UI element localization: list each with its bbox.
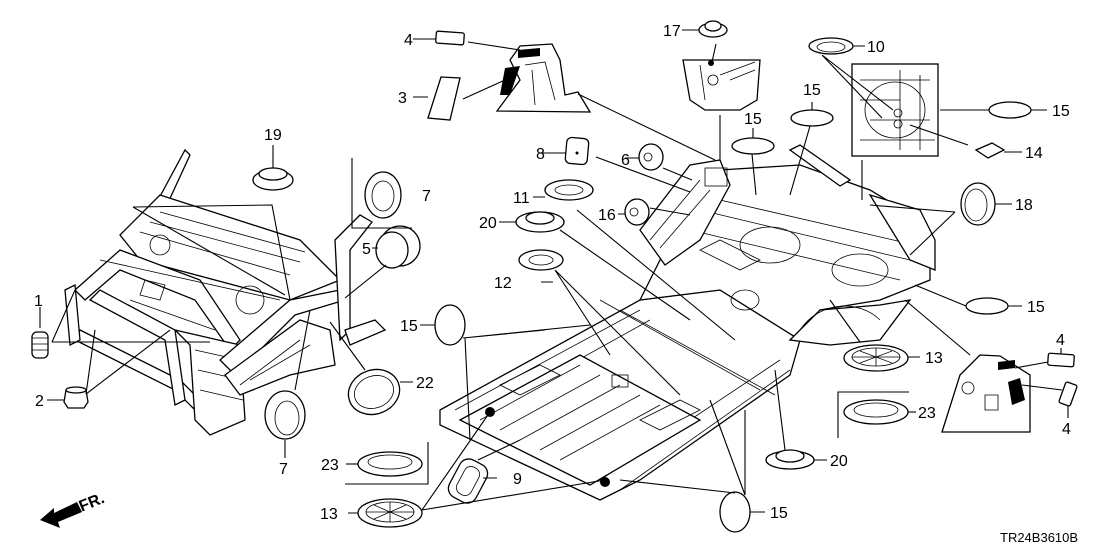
part-13-plug-left <box>357 498 423 528</box>
inset-rear-panel <box>682 59 761 111</box>
callout-15-f: 15 <box>770 505 788 522</box>
callout-15-c: 15 <box>1052 103 1070 120</box>
part-16-grommet <box>624 198 650 226</box>
callout-16: 16 <box>598 207 616 224</box>
part-5-cap <box>375 225 421 269</box>
callout-20-a: 20 <box>479 215 497 232</box>
part-23-grommet-right <box>843 399 909 425</box>
callout-4-right-top: 4 <box>1056 332 1065 349</box>
part-7-ring-lower <box>264 390 306 440</box>
bracket-23-right <box>837 391 909 438</box>
part-23-grommet-left <box>357 451 423 477</box>
callout-23-right: 23 <box>918 405 936 422</box>
inset-quarter-panel <box>495 43 592 113</box>
part-11-grommet <box>544 179 594 201</box>
part-15-patch-d <box>965 297 1009 315</box>
part-1-plug <box>31 331 49 359</box>
inset-rear-wheelhouse <box>941 354 1031 433</box>
callout-22: 22 <box>416 375 434 392</box>
part-15-patch-e <box>434 304 466 346</box>
part-13-plug-right <box>843 344 909 372</box>
callout-10: 10 <box>867 39 885 56</box>
part-15-patch-b <box>731 137 775 155</box>
part-20-plug-b <box>765 449 815 470</box>
part-22-oval-grommet <box>347 368 401 416</box>
part-7-ring-upper <box>364 171 402 219</box>
callout-1: 1 <box>34 293 43 310</box>
part-15-patch-f <box>719 491 751 533</box>
part-18-ring <box>960 182 996 226</box>
part-17-grommet <box>698 20 728 38</box>
callout-15-d: 15 <box>1027 299 1045 316</box>
inset-trunk-floor <box>851 63 939 157</box>
part-6-grommet <box>638 143 664 171</box>
arrow-left-icon <box>40 502 82 528</box>
bracket-7-upper <box>351 158 412 229</box>
callout-5: 5 <box>362 241 371 258</box>
callout-13-left: 13 <box>320 506 338 523</box>
diagram-code: TR24B3610B <box>1000 530 1078 545</box>
rear-floor <box>638 144 936 346</box>
part-4-pad-top <box>435 30 465 46</box>
part-10-ring <box>808 37 854 55</box>
callout-4-right-bottom: 4 <box>1062 421 1071 438</box>
callout-18: 18 <box>1015 197 1033 214</box>
leader-lines <box>39 29 1069 514</box>
callout-8: 8 <box>536 146 545 163</box>
callout-7-upper: 7 <box>422 188 431 205</box>
callout-6: 6 <box>621 152 630 169</box>
part-2-grommet <box>63 386 89 409</box>
part-8-square-grommet <box>564 136 590 166</box>
callout-15-b: 15 <box>744 111 762 128</box>
part-20-plug-a <box>515 211 565 233</box>
part-4-pad-right-bottom <box>1058 381 1078 407</box>
callout-14: 14 <box>1025 145 1043 162</box>
callout-12: 12 <box>494 275 512 292</box>
part-15-patch-a <box>790 109 834 127</box>
callout-4-top: 4 <box>404 32 413 49</box>
callout-15-e: 15 <box>400 318 418 335</box>
callout-2: 2 <box>35 393 44 410</box>
callout-17: 17 <box>663 23 681 40</box>
callout-19: 19 <box>264 127 282 144</box>
front-direction-indicator: FR. <box>40 490 107 528</box>
part-15-patch-c <box>988 101 1032 119</box>
callout-9: 9 <box>513 471 522 488</box>
callout-3: 3 <box>398 90 407 107</box>
callout-7-lower: 7 <box>279 461 288 478</box>
part-9-oval-grommet <box>447 458 489 504</box>
part-4-pad-right-top <box>1047 352 1075 368</box>
part-3-pad <box>427 76 461 121</box>
callout-11: 11 <box>513 190 530 207</box>
callout-labels: 1 2 3 4 4 4 5 6 7 7 8 9 10 11 12 13 13 1… <box>34 23 1071 523</box>
callout-13-right: 13 <box>925 350 943 367</box>
callout-20-b: 20 <box>830 453 848 470</box>
front-body-structure <box>64 148 387 436</box>
callout-23-left: 23 <box>321 457 339 474</box>
callout-15-a: 15 <box>803 82 821 99</box>
part-14-pad <box>974 142 1006 159</box>
part-12-grommet <box>518 249 564 271</box>
part-19-grommet <box>252 167 294 191</box>
bracket-23-left <box>345 442 429 485</box>
floor-panel <box>439 289 801 501</box>
front-label: FR. <box>77 490 107 515</box>
